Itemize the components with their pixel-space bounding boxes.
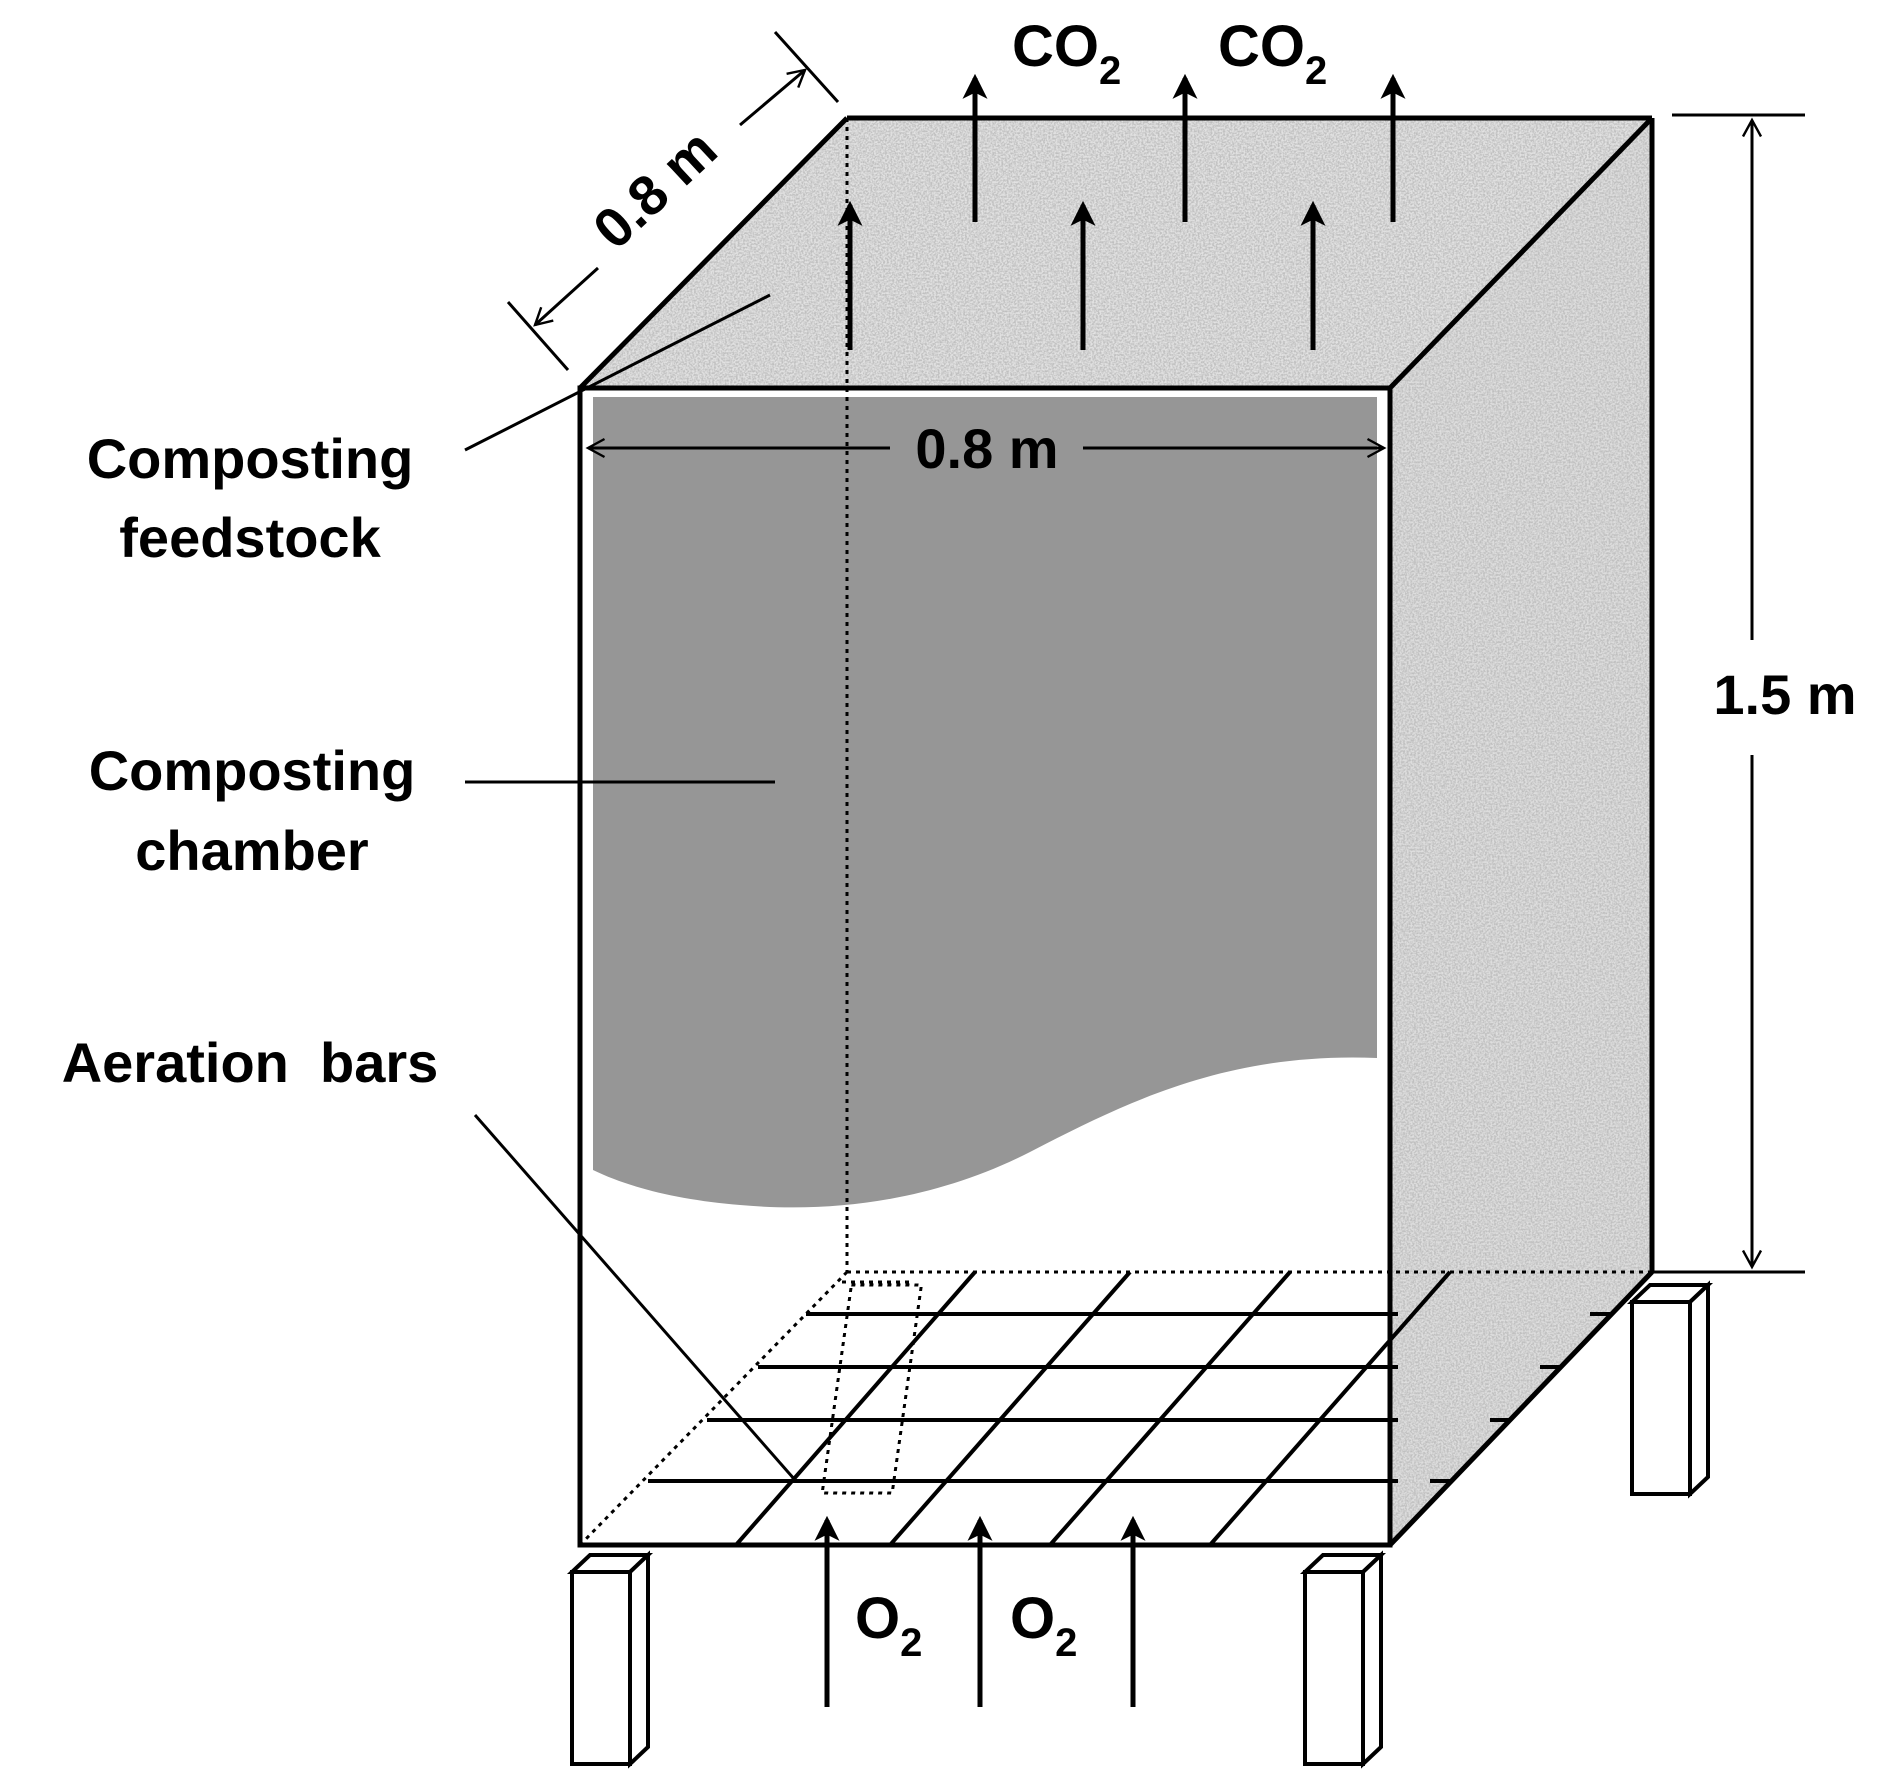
feedstock-label-line2: feedstock	[119, 506, 381, 569]
o2-label: O2	[1010, 1586, 1077, 1665]
feedstock-label-line1: Composting	[87, 427, 414, 490]
leg-front-right	[1299, 1550, 1387, 1769]
feedstock-leader	[464, 293, 771, 452]
co2-label: CO2	[1218, 14, 1327, 93]
reactor-outline	[577, 115, 1655, 1548]
o2-label: O2	[855, 1586, 922, 1665]
o2-arrows	[814, 1515, 1146, 1707]
aeration-leader	[473, 1114, 797, 1481]
height-dimension	[1652, 113, 1805, 1274]
aeration-label: Aeration bars	[62, 1031, 439, 1094]
hidden-edges	[578, 118, 1652, 1547]
side-feedstock-surface	[1390, 118, 1652, 1545]
leg-front-left	[566, 1550, 654, 1769]
leader-lines	[464, 293, 797, 1481]
depth-label: 0.8 m	[581, 117, 729, 261]
width-label: 0.8 m	[915, 417, 1058, 480]
co2-arrows	[837, 73, 1406, 350]
depth-dimension	[506, 30, 840, 371]
co2-label: CO2	[1012, 14, 1121, 93]
leg-back-right	[1626, 1280, 1714, 1499]
aeration-bars-grid	[648, 1270, 1452, 1547]
chamber-label-line1: Composting	[89, 739, 416, 802]
chamber-label-line2: chamber	[135, 819, 368, 882]
chamber-cutaway	[593, 397, 1377, 1208]
height-label: 1.5 m	[1713, 663, 1856, 726]
aeration-bar-ends	[1430, 1312, 1610, 1483]
legs	[566, 1280, 1714, 1769]
